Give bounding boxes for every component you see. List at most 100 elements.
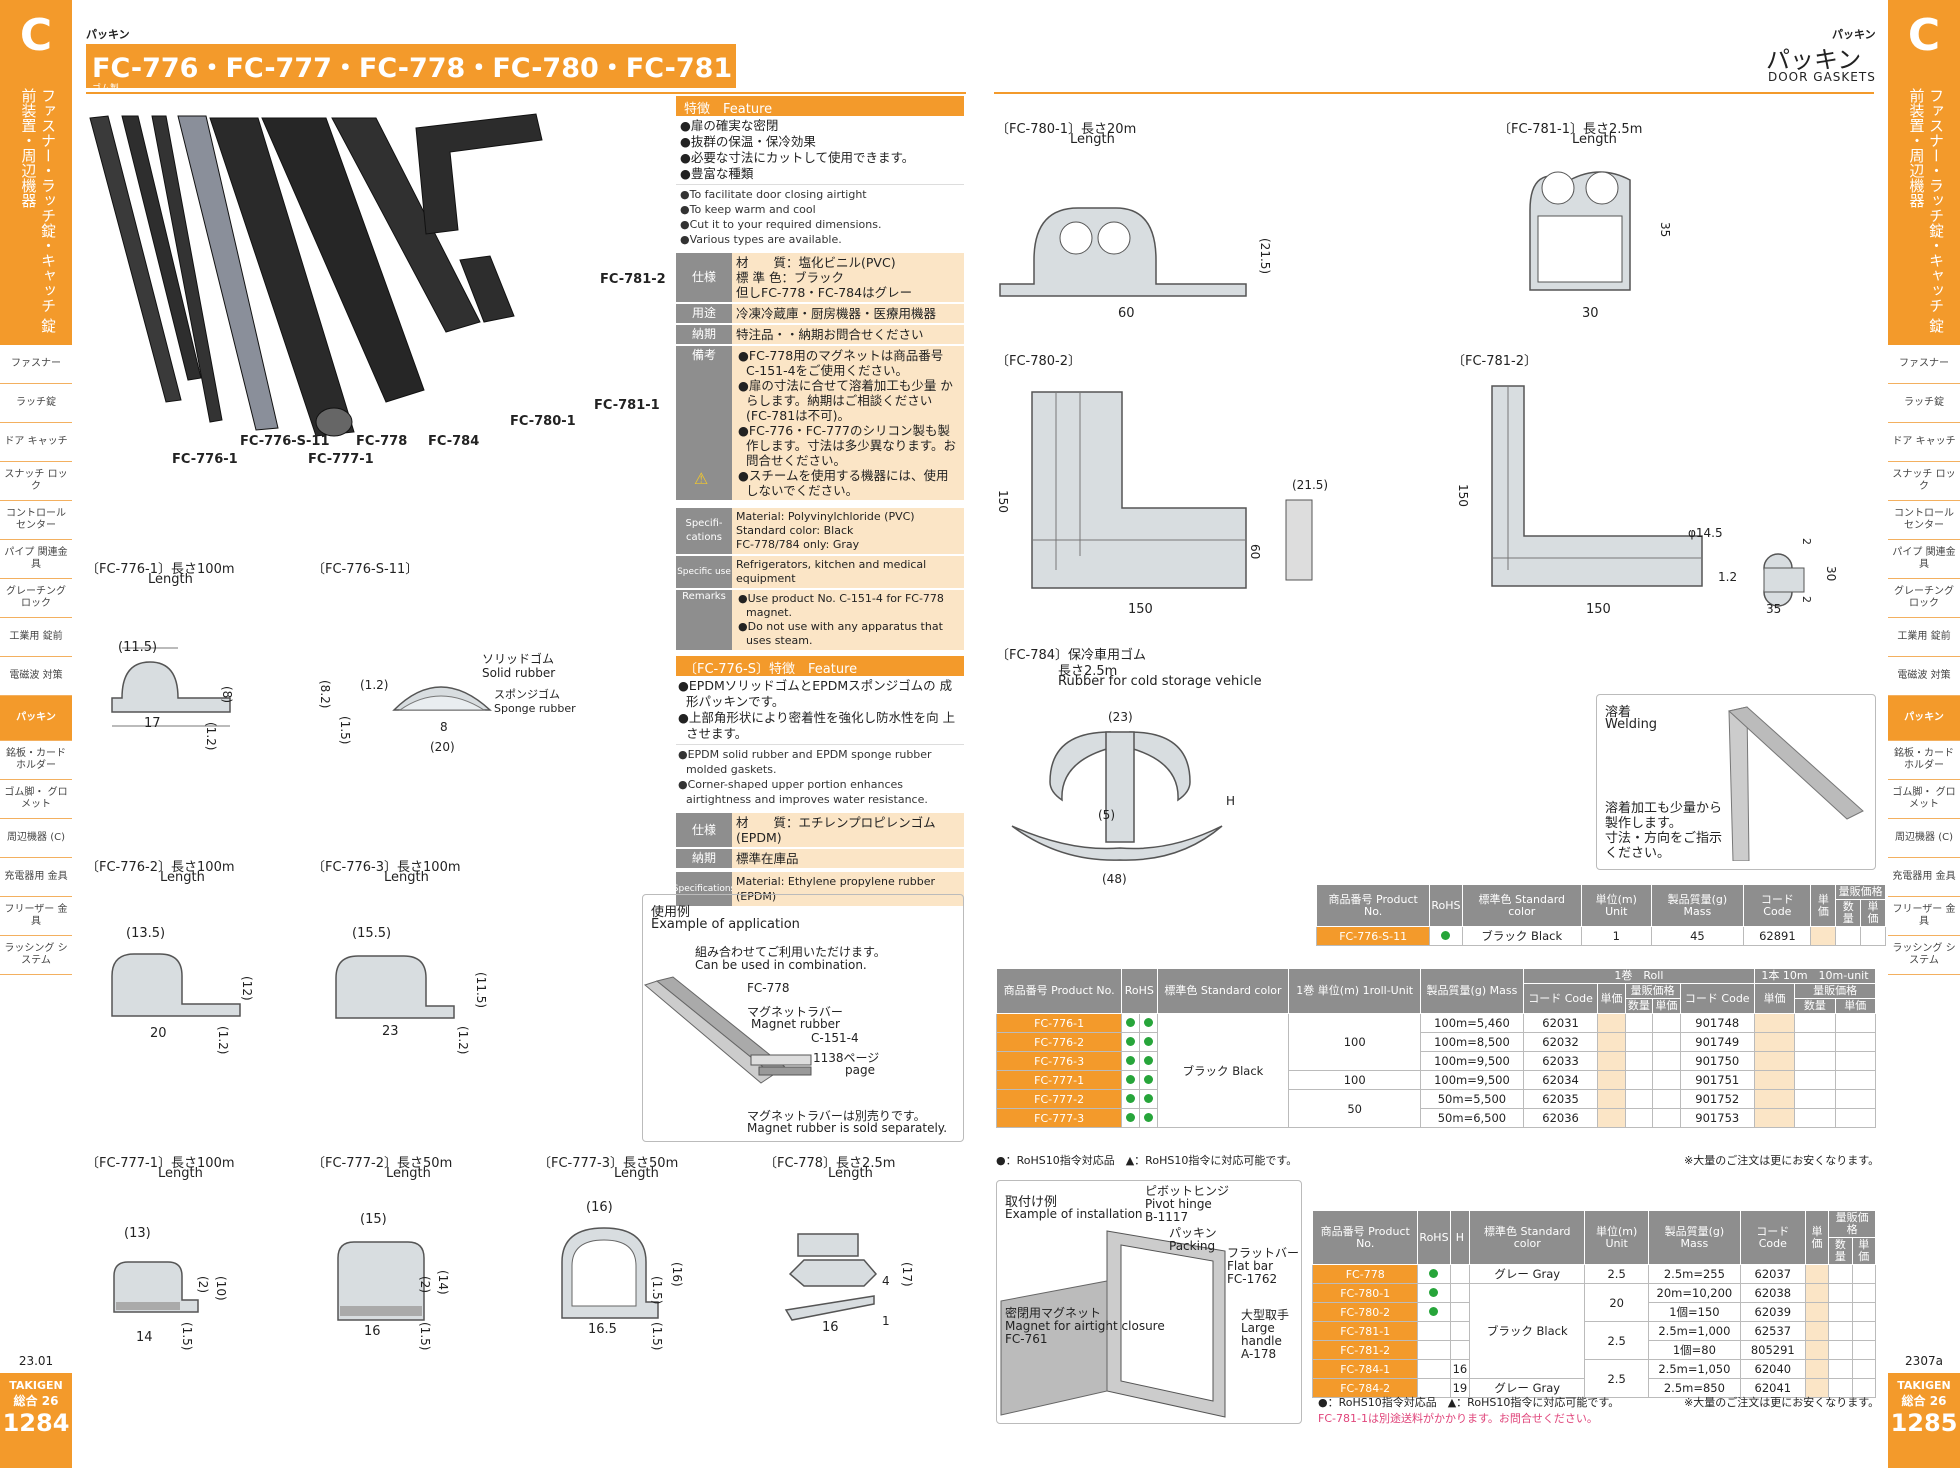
sidebar-item[interactable]: ラッチ錠 bbox=[0, 384, 72, 423]
table-cell bbox=[1851, 1302, 1877, 1322]
section-tab: C ファスナー・ラッチ錠・キャッチ 錠前装置・周辺機器 bbox=[0, 0, 72, 345]
sidebar-item[interactable]: スナッチ ロック bbox=[0, 462, 72, 501]
table-cell: FC-778 bbox=[1311, 1264, 1419, 1284]
column-header: コード Code bbox=[1739, 1210, 1806, 1265]
profile-drawing bbox=[390, 670, 500, 734]
column-header: 1本 10m 10m-unit bbox=[1753, 968, 1877, 984]
dim-label: 1.2 bbox=[1718, 570, 1738, 584]
feature2-list: ●EPDMソリッドゴムとEPDMスポンジゴムの 成形パッキンです。●上部角形状に… bbox=[676, 676, 964, 744]
sidebar-item[interactable]: 充電器用 金具 bbox=[0, 858, 72, 897]
dim-label: (11.5) bbox=[474, 972, 488, 1009]
weld-en: Welding bbox=[1605, 717, 1658, 732]
dim-label: (2) bbox=[418, 1276, 432, 1293]
drawing-title-en: Length bbox=[160, 870, 205, 885]
column-header: コード Code bbox=[1679, 983, 1755, 1014]
table-cell bbox=[1417, 1378, 1451, 1398]
spec-text: 材 質：塩化ビニル(PVC)標 準 色：ブラック但しFC-778・FC-784は… bbox=[732, 253, 964, 302]
sidebar-item[interactable]: 電磁波 対策 bbox=[0, 657, 72, 696]
table-cell: 62038 bbox=[1739, 1283, 1806, 1303]
rohs-dot bbox=[1143, 1037, 1153, 1046]
use-text: 冷凍冷蔵庫・厨房機器・医療用機器 bbox=[732, 304, 964, 323]
drawing-title: 〔FC-776-S-11〕 bbox=[312, 562, 419, 577]
table-cell bbox=[1794, 1032, 1836, 1052]
dim-label: φ14.5 bbox=[1688, 526, 1723, 540]
spec-label: 仕様 bbox=[676, 253, 732, 302]
drawing-title: 〔FC-780-1〕長さ20m bbox=[996, 122, 1137, 137]
sidebar-item[interactable]: フリーザー 金具 bbox=[1888, 897, 1960, 936]
table-cell bbox=[1828, 1340, 1853, 1360]
sidebar-item[interactable]: 銘板・カード ホルダー bbox=[1888, 741, 1960, 780]
column-header: 製品質量(g) Mass bbox=[1650, 884, 1745, 927]
sidebar-item[interactable]: フリーザー 金具 bbox=[0, 897, 72, 936]
table-cell bbox=[1804, 1378, 1830, 1398]
table-cell: 100m=9,500 bbox=[1419, 1051, 1524, 1071]
app-drawing bbox=[643, 976, 812, 1084]
app-mag-en: Magnet rubber bbox=[751, 1017, 840, 1031]
table-cell bbox=[1794, 1051, 1836, 1071]
column-header: 製品質量(g) Mass bbox=[1419, 968, 1524, 1014]
sidebar-item[interactable]: 周辺機器 (C) bbox=[1888, 819, 1960, 858]
sidebar-item[interactable]: 工業用 錠前 bbox=[0, 618, 72, 657]
rohs-cell bbox=[1138, 1108, 1158, 1128]
profile-drawing bbox=[1756, 546, 1816, 620]
app-mag: マグネットラバー bbox=[747, 1005, 843, 1019]
dim-label: (10) bbox=[214, 1276, 228, 1301]
sidebar-item[interactable]: ファスナー bbox=[1888, 345, 1960, 384]
sidebar-item[interactable]: 銘板・カード ホルダー bbox=[0, 741, 72, 780]
dim-label: 4 bbox=[882, 1274, 890, 1288]
sidebar-item[interactable]: コントロール センター bbox=[1888, 501, 1960, 540]
sidebar-item[interactable]: 工業用 錠前 bbox=[1888, 618, 1960, 657]
app-s2: Magnet rubber is sold separately. bbox=[747, 1121, 948, 1135]
column-header: 単価 bbox=[1753, 983, 1796, 1014]
sidebar-item[interactable]: グレーチング ロック bbox=[1888, 579, 1960, 618]
sidebar-item[interactable]: ゴム脚・ グロメット bbox=[1888, 780, 1960, 819]
magnet-no: FC-761 bbox=[1005, 1332, 1048, 1346]
table-cell: グレー Gray bbox=[1469, 1378, 1586, 1398]
sidebar-item[interactable]: コントロール センター bbox=[0, 501, 72, 540]
sidebar-item[interactable]: パッキン bbox=[0, 696, 72, 741]
photo-label: FC-784 bbox=[428, 434, 480, 449]
feature-panel: 特徴 Feature ●扉の確実な密閉●抜群の保温・保冷効果●必要な寸法にカット… bbox=[673, 96, 964, 906]
sidebar-item[interactable]: ラッシング システム bbox=[0, 936, 72, 975]
sidebar-item[interactable]: 周辺機器 (C) bbox=[0, 819, 72, 858]
list-item: ●抜群の保温・保冷効果 bbox=[680, 134, 816, 149]
sidebar-item[interactable]: ドア キャッチ bbox=[0, 423, 72, 462]
rohs-cell bbox=[1121, 1070, 1140, 1090]
sidebar-item[interactable]: パッキン bbox=[1888, 696, 1960, 741]
sidebar-item[interactable]: ゴム脚・ グロメット bbox=[0, 780, 72, 819]
dim-label: (1.2) bbox=[204, 722, 218, 751]
sidebar-item[interactable]: パイプ 関連金具 bbox=[0, 540, 72, 579]
sidebar-item[interactable]: ラッチ錠 bbox=[1888, 384, 1960, 423]
rohs-dot bbox=[1429, 1288, 1439, 1297]
dim-label: Sponge rubber bbox=[494, 702, 576, 715]
sidebar-item[interactable]: スナッチ ロック bbox=[1888, 462, 1960, 501]
table-cell bbox=[1804, 1321, 1830, 1341]
table-cell bbox=[1851, 1378, 1877, 1398]
table-cell: 901752 bbox=[1679, 1089, 1755, 1109]
column-header: 単価 bbox=[1597, 983, 1626, 1014]
app-s1: マグネットラバーは別売りです。 bbox=[747, 1109, 926, 1123]
header-row: 数量単価 bbox=[1317, 899, 1886, 927]
sidebar-item[interactable]: ラッシング システム bbox=[1888, 936, 1960, 975]
rohs-dot bbox=[1143, 1113, 1153, 1122]
column-header: 1巻 Roll bbox=[1522, 968, 1755, 984]
sidebar-item[interactable]: 電磁波 対策 bbox=[1888, 657, 1960, 696]
dim-label: (20) bbox=[430, 740, 455, 754]
sidebar-item[interactable]: 充電器用 金具 bbox=[1888, 858, 1960, 897]
sidebar-item[interactable]: グレーチング ロック bbox=[0, 579, 72, 618]
profile-drawing bbox=[1016, 380, 1316, 614]
list-item: ●Use product No. C-151-4 for FC-778 magn… bbox=[738, 592, 944, 619]
sidebar-item[interactable]: ドア キャッチ bbox=[1888, 423, 1960, 462]
sidebar-item[interactable]: パイプ 関連金具 bbox=[1888, 540, 1960, 579]
bulk-note-2: ※大量のご注文は更にお安くなります。 bbox=[1684, 1396, 1880, 1409]
sidebar-item[interactable]: ファスナー bbox=[0, 345, 72, 384]
